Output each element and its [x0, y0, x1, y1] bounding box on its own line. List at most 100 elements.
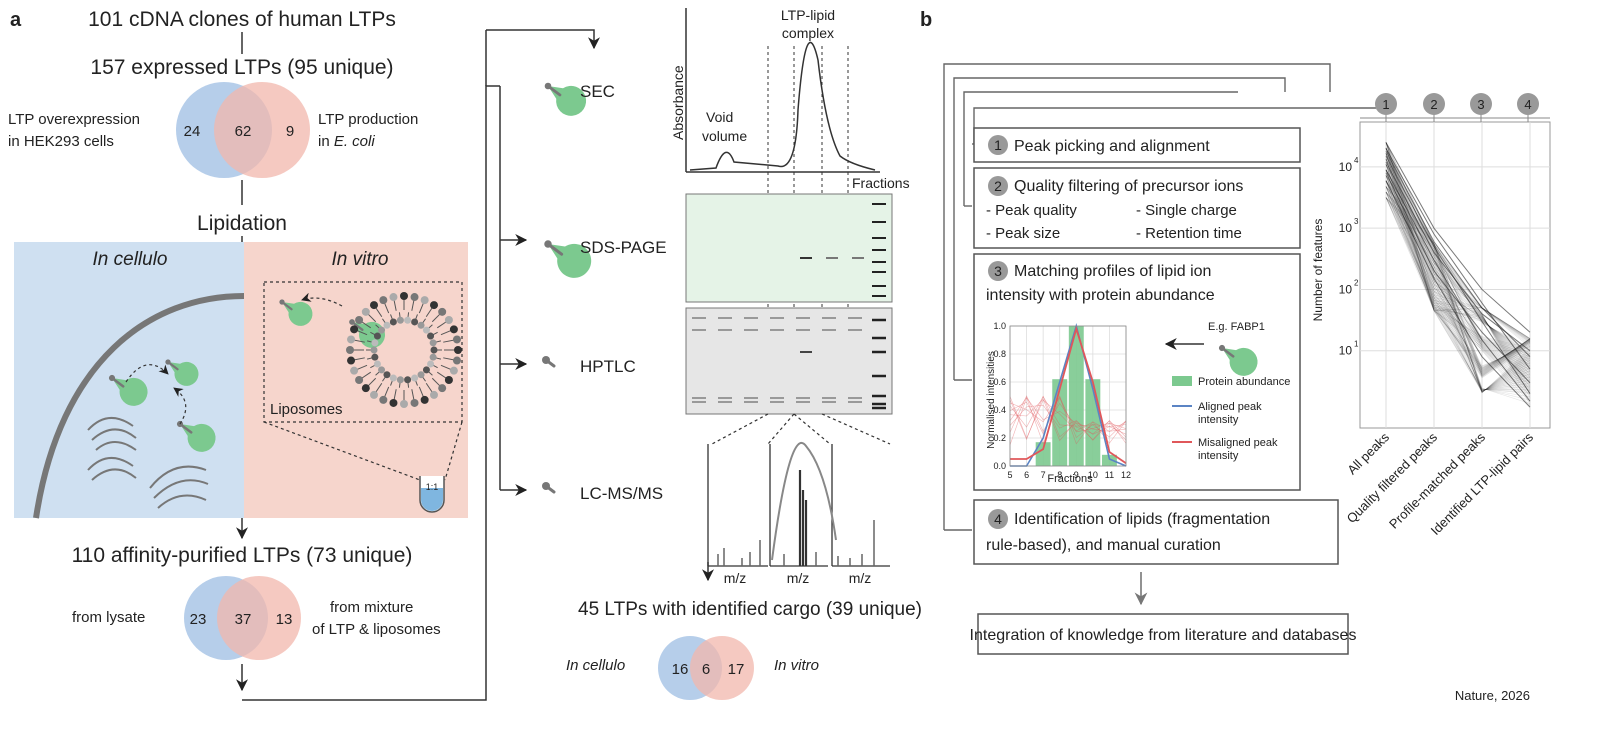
features-trace — [1385, 175, 1531, 380]
features-trace — [1385, 147, 1531, 375]
step-1-title: Peak picking and alignment — [1014, 138, 1210, 155]
panel-b-label: b — [920, 9, 932, 31]
step-2-badge: 2 — [988, 176, 1008, 196]
venn-purified: 23 37 13 — [184, 576, 301, 660]
features-xtick: All peaks — [1344, 429, 1392, 477]
inset-ytick: 0.6 — [993, 377, 1006, 387]
legend-swatch-bars — [1172, 376, 1192, 386]
features-trace — [1385, 197, 1531, 390]
features-series-line — [1385, 169, 1531, 402]
features-trace — [1385, 169, 1531, 393]
lcms-spectra — [707, 441, 890, 567]
hptlc-plate — [685, 307, 893, 415]
features-trace — [1385, 158, 1531, 391]
features-trace — [1385, 142, 1531, 394]
features-trace — [1385, 164, 1531, 339]
features-trace — [1385, 153, 1531, 398]
inset-xtick: 8 — [1057, 470, 1062, 480]
features-trace — [1385, 153, 1531, 339]
features-ylabel: Number of features — [1311, 219, 1325, 322]
sec-void-label-2: volume — [702, 128, 747, 144]
features-trace — [1385, 186, 1531, 370]
title-expressed: 157 expressed LTPs (95 unique) — [90, 56, 393, 79]
mz-label-2: m/z — [787, 570, 810, 586]
features-ytick-exp: 1 — [1354, 340, 1359, 349]
features-trace — [1385, 180, 1531, 393]
legend-misaligned-2: intensity — [1198, 450, 1239, 462]
features-trace — [1385, 158, 1531, 372]
venn2-left-label: from lysate — [72, 609, 145, 626]
method-lcms: LC-MS/MS — [580, 484, 663, 503]
features-trace — [1385, 164, 1531, 393]
features-trace — [1385, 175, 1531, 392]
step-3-badge: 3 — [988, 261, 1008, 281]
features-trace — [1385, 158, 1531, 394]
features-ytick: 10 — [1339, 282, 1353, 296]
venn-cargo: 16 6 17 — [658, 636, 754, 700]
liposome-zoom-box — [263, 281, 463, 423]
venn-expression: 24 62 9 — [176, 82, 310, 178]
ltp-protein-icon — [279, 299, 313, 326]
inset-xtick: 5 — [1007, 470, 1012, 480]
venn3-left-label: In cellulo — [566, 657, 625, 674]
features-trace — [1385, 197, 1531, 399]
inset-aligned-line — [1010, 323, 1127, 467]
features-trace — [1385, 147, 1531, 343]
title-cargo: 45 LTPs with identified cargo (39 unique… — [578, 599, 922, 620]
features-trace — [1385, 191, 1531, 373]
features-series-line — [1385, 148, 1531, 370]
features-trace — [1385, 147, 1531, 393]
venn1-mid: 62 — [235, 123, 252, 140]
inset-ylabel: Normalised intensities — [986, 351, 997, 449]
features-trace — [1385, 180, 1531, 373]
features-trace — [1385, 142, 1531, 407]
features-xtick: Quality filtered peaks — [1344, 429, 1441, 526]
method-icons — [542, 82, 592, 494]
features-trace — [1385, 153, 1531, 370]
features-trace — [1385, 169, 1531, 391]
sec-void-label-1: Void — [706, 109, 733, 125]
features-trace — [1385, 142, 1531, 346]
venn1-left-label-2: in HEK293 cells — [8, 133, 114, 150]
features-trace — [1385, 153, 1531, 385]
step-badge-circle — [988, 135, 1008, 155]
features-trace — [1385, 191, 1531, 403]
features-ytick: 10 — [1339, 160, 1353, 174]
sec-complex-label-1: LTP-lipid — [781, 7, 835, 23]
features-trace — [1385, 158, 1531, 395]
inset-misaligned-line — [1009, 404, 1127, 441]
venn3-right: 17 — [728, 661, 745, 678]
footer-credit: Nature, 2026 — [1455, 688, 1530, 703]
features-trace — [1385, 186, 1531, 383]
inset-bar — [1101, 454, 1117, 466]
step-1-badge: 1 — [988, 135, 1008, 155]
features-trace — [1385, 169, 1531, 341]
features-trace — [1385, 175, 1531, 404]
features-trace — [1385, 169, 1531, 375]
features-trace — [1385, 142, 1531, 393]
features-trace — [1385, 164, 1531, 401]
features-trace — [1385, 180, 1531, 366]
venn1-right-label-1: LTP production — [318, 111, 418, 128]
features-series-line — [1385, 142, 1531, 333]
features-trace — [1385, 175, 1531, 384]
features-trace — [1385, 142, 1531, 382]
features-trace — [1385, 191, 1531, 385]
features-trace — [1385, 197, 1531, 373]
features-trace — [1385, 186, 1531, 372]
features-step-number: 1 — [1382, 97, 1389, 112]
ltp-protein-icon — [1218, 344, 1258, 376]
features-trace — [1385, 180, 1531, 400]
ltp-protein-icon — [1218, 344, 1258, 376]
sec-ylabel: Absorbance — [670, 65, 686, 140]
features-trace — [1385, 175, 1531, 360]
features-trace — [1385, 164, 1531, 371]
features-trace — [1385, 169, 1531, 392]
features-trace — [1385, 169, 1531, 342]
features-trace — [1385, 180, 1531, 392]
spectrum-envelope — [771, 441, 837, 561]
step-badge-number: 2 — [994, 178, 1002, 194]
mz-label-3: m/z — [849, 570, 872, 586]
